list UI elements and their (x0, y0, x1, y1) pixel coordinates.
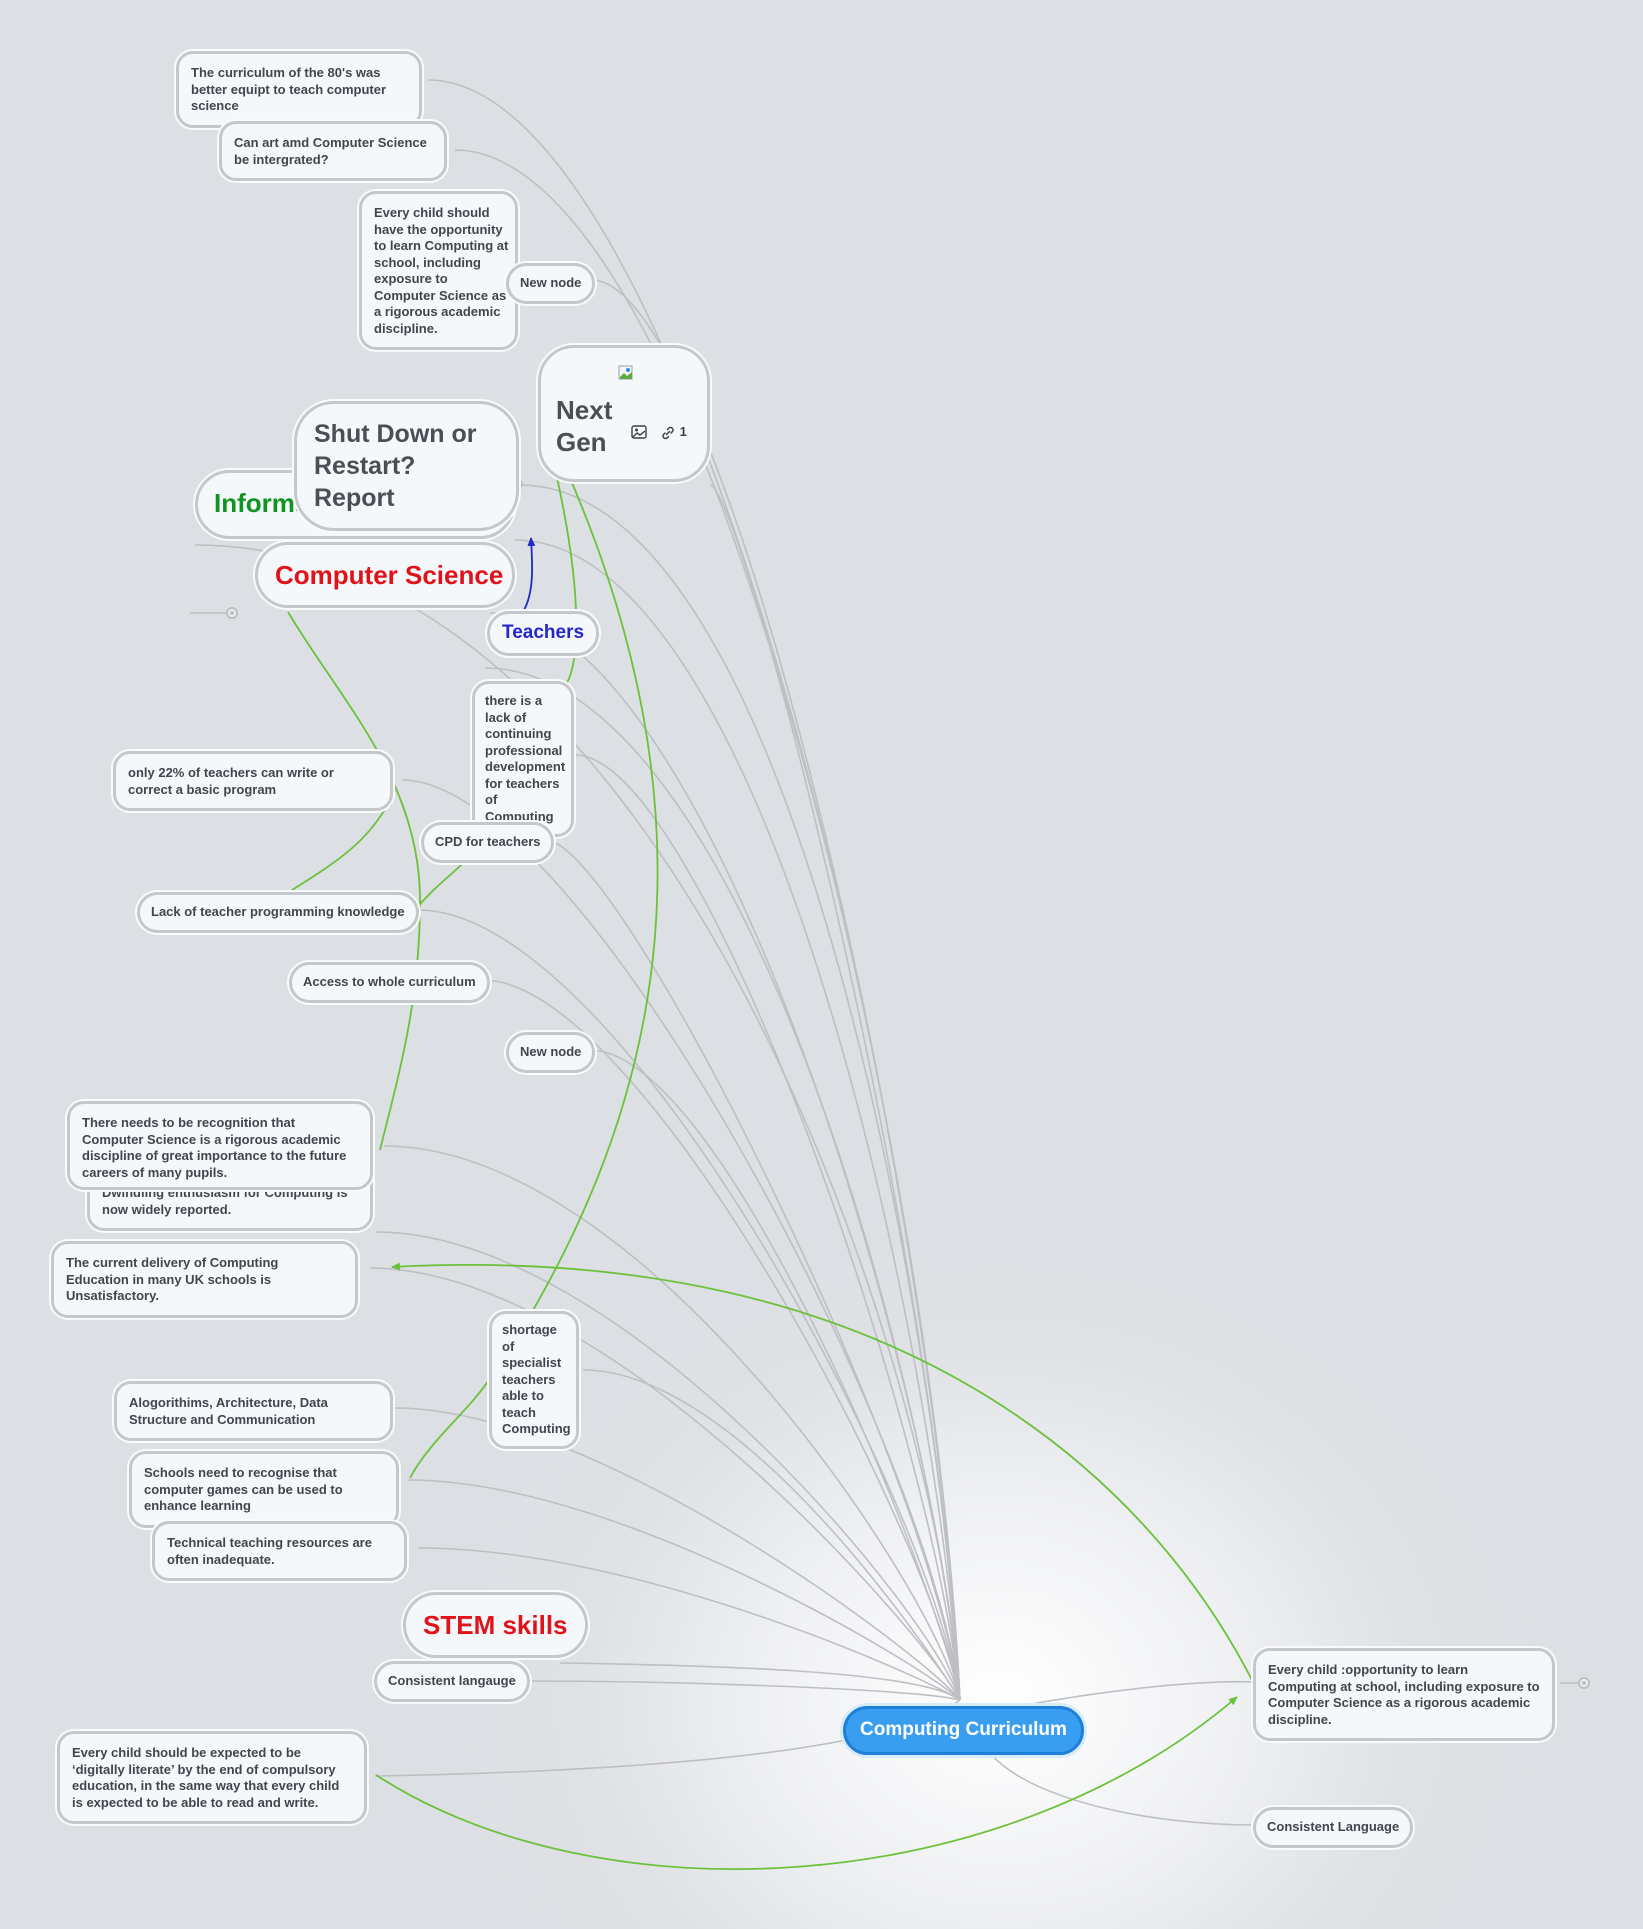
topic-label: shortage of specialist teachers able to … (502, 1322, 571, 1436)
topic-every-child-right[interactable]: Every child :opportunity to learn Comput… (1253, 1648, 1555, 1741)
topic-label: Can art amd Computer Science be intergra… (234, 135, 427, 167)
topic-label: Consistent langauge (388, 1673, 516, 1688)
topic-lack-of-cpd[interactable]: there is a lack of continuing profession… (472, 681, 574, 837)
topic-label: Next Gen (556, 395, 613, 457)
topic-label: Every child :opportunity to learn Comput… (1268, 1662, 1540, 1727)
topic-stem-skills[interactable]: STEM skills (403, 1592, 588, 1658)
link-count: 1 (679, 424, 687, 439)
topic-label: STEM skills (423, 1610, 568, 1640)
topic-label: New node (520, 1044, 582, 1059)
topic-label: There needs to be recognition that Compu… (82, 1115, 347, 1180)
relationship-lines-green (287, 468, 1254, 1870)
topic-label: Schools need to recognise that computer … (144, 1465, 343, 1513)
topic-label: The curriculum of the 80's was better eq… (191, 65, 387, 113)
topic-label: Technical teaching resources are often i… (167, 1535, 372, 1567)
topic-recognition-cs[interactable]: There needs to be recognition that Compu… (67, 1101, 373, 1190)
topic-algorithms[interactable]: Alogorithims, Architecture, Data Structu… (114, 1381, 393, 1441)
topic-shut-down-report[interactable]: Shut Down or Restart? Report (294, 401, 519, 531)
topic-80s-curriculum[interactable]: The curriculum of the 80's was better eq… (176, 51, 422, 128)
topic-access-to-curriculum[interactable]: Access to whole curriculum (289, 962, 490, 1003)
topic-new-node[interactable]: New node (506, 263, 596, 304)
topic-digitally-literate[interactable]: Every child should be expected to be ‘di… (57, 1731, 367, 1824)
topic-next-gen[interactable]: Next Gen 1 (538, 345, 710, 482)
topic-label: Shut Down or Restart? Report (314, 420, 477, 512)
topic-label: Computer Science (275, 560, 504, 590)
topic-current-delivery[interactable]: The current delivery of Computing Educat… (51, 1241, 358, 1318)
topic-label: New node (520, 275, 582, 290)
topic-label: Lack of teacher programming knowledge (151, 904, 405, 919)
central-topic-label: Computing Curriculum (860, 1719, 1067, 1740)
topic-cpd-for-teachers[interactable]: CPD for teachers (421, 822, 555, 863)
topic-only-22-percent[interactable]: only 22% of teachers can write or correc… (113, 751, 393, 811)
collapse-dot-icon[interactable] (226, 607, 238, 619)
broken-image-icon (618, 365, 634, 386)
topic-new-node[interactable]: New node (506, 1032, 596, 1073)
topic-label: Consistent Language (1267, 1819, 1400, 1834)
topic-label: Every child should have the opportunity … (374, 205, 509, 336)
topic-label: Access to whole curriculum (303, 974, 476, 989)
topic-computer-science[interactable]: Computer Science (255, 542, 515, 608)
collapse-dot-icon[interactable] (1578, 1677, 1590, 1689)
topic-label: Every child should be expected to be ‘di… (72, 1745, 340, 1810)
topic-computer-games[interactable]: Schools need to recognise that computer … (129, 1451, 399, 1528)
topic-consistent-language-lower[interactable]: Consistent langauge (374, 1661, 530, 1702)
topic-label: CPD for teachers (435, 834, 541, 849)
topic-lack-of-programming-knowledge[interactable]: Lack of teacher programming knowledge (137, 892, 419, 933)
topic-art-and-cs[interactable]: Can art amd Computer Science be intergra… (219, 121, 447, 181)
topic-label: Alogorithims, Architecture, Data Structu… (129, 1395, 328, 1427)
topic-consistent-language-upper[interactable]: Consistent Language (1253, 1807, 1414, 1848)
topic-label: there is a lack of continuing profession… (485, 693, 566, 824)
image-icon[interactable] (631, 425, 647, 444)
topic-teachers[interactable]: Teachers (487, 611, 600, 656)
topic-teaching-resources[interactable]: Technical teaching resources are often i… (152, 1521, 407, 1581)
central-topic[interactable]: Computing Curriculum (843, 1706, 1084, 1755)
topic-label: Teachers (502, 622, 585, 643)
topic-every-child-opportunity[interactable]: Every child should have the opportunity … (359, 191, 518, 350)
topic-label: The current delivery of Computing Educat… (66, 1255, 279, 1303)
relationship-line-blue (523, 537, 536, 611)
topic-shortage-of-teachers[interactable]: shortage of specialist teachers able to … (489, 1311, 579, 1449)
link-icon[interactable]: 1 (660, 424, 687, 441)
topic-label: only 22% of teachers can write or correc… (128, 765, 334, 797)
